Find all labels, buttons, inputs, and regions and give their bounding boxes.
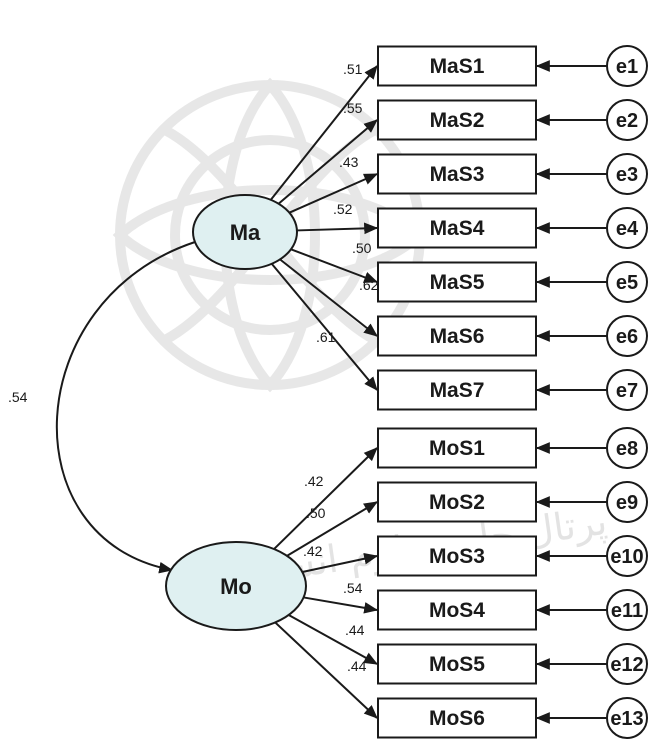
loading-coefficient: .50: [306, 505, 326, 521]
indicator-box-mos4: [377, 589, 537, 631]
error-label: e9: [616, 492, 638, 514]
error-label: e8: [616, 438, 638, 460]
indicator-box-mas1: [377, 45, 537, 87]
indicator-box-mas7: [377, 369, 537, 411]
loading-arrow-mas5: [290, 248, 379, 283]
latent-label: Ma: [230, 220, 261, 245]
loading-coefficient: .43: [339, 154, 359, 170]
loading-coefficient: .55: [343, 100, 363, 116]
loading-coefficient: .44: [347, 658, 367, 674]
error-label: e4: [616, 218, 639, 240]
error-label: e13: [610, 708, 643, 730]
indicator-label: MaS1: [430, 55, 485, 78]
loading-arrow-mos3: [302, 552, 379, 573]
loading-arrow-mas1: [269, 65, 378, 201]
latent-mo: [165, 541, 307, 631]
error-label: e11: [611, 600, 643, 622]
indicator-box-mas5: [377, 261, 537, 303]
indicator-box-mos6: [377, 697, 537, 739]
error-label: e5: [616, 272, 638, 294]
loading-coefficient: .44: [345, 622, 365, 638]
loading-arrow-mos1: [273, 447, 378, 550]
loading-coefficient: .50: [352, 240, 372, 256]
indicator-label: MoS4: [429, 599, 485, 622]
indicator-box-mos1: [377, 427, 537, 469]
error-circle-e3: [606, 153, 648, 195]
indicator-box-mos2: [377, 481, 537, 523]
loading-arrow-mos5: [288, 614, 379, 665]
error-circle-e5: [606, 261, 648, 303]
indicator-label: MaS2: [430, 109, 485, 132]
error-circle-e8: [606, 427, 648, 469]
loading-arrow-mas4: [296, 222, 379, 235]
indicator-label: MoS3: [429, 545, 485, 568]
indicator-label: MoS5: [429, 653, 485, 676]
error-circle-e6: [606, 315, 648, 357]
indicator-box-mos5: [377, 643, 537, 685]
indicator-label: MoS6: [429, 707, 485, 730]
loading-arrow-mas7: [270, 263, 378, 391]
correlation-arrow: [55, 232, 210, 574]
indicator-box-mas4: [377, 207, 537, 249]
error-circle-e9: [606, 481, 648, 523]
loading-arrow-mos2: [286, 501, 379, 557]
error-circle-e12: [606, 643, 648, 685]
loading-coefficient: .42: [303, 543, 323, 559]
loading-arrow-mos4: [303, 596, 379, 614]
error-circle-e2: [606, 99, 648, 141]
latent-label: Mo: [220, 574, 252, 599]
error-circle-e4: [606, 207, 648, 249]
indicator-label: MoS1: [429, 437, 485, 460]
indicator-label: MaS4: [430, 217, 485, 240]
error-label: e1: [616, 56, 638, 78]
edges-layer: [55, 60, 607, 724]
loading-coefficient: .62: [359, 277, 379, 293]
correlation-label: .54: [8, 389, 28, 405]
indicator-label: MaS3: [430, 163, 485, 186]
loading-coefficient: .42: [304, 473, 324, 489]
error-label: e7: [616, 380, 638, 402]
indicator-box-mas2: [377, 99, 537, 141]
error-circle-e10: [606, 535, 648, 577]
indicator-box-mas3: [377, 153, 537, 195]
indicator-label: MoS2: [429, 491, 485, 514]
indicator-box-mos3: [377, 535, 537, 577]
error-label: e2: [616, 110, 638, 132]
error-circle-e11: [606, 589, 648, 631]
latent-ma: [192, 194, 298, 270]
error-label: e6: [616, 326, 638, 348]
indicator-label: MaS7: [430, 379, 485, 402]
loading-coefficient: .54: [343, 580, 363, 596]
loading-arrow-mas6: [279, 258, 378, 337]
indicator-label: MaS6: [430, 325, 485, 348]
loading-arrow-mos6: [274, 621, 378, 719]
loading-coefficient: .61: [316, 329, 336, 345]
loading-coefficient: .51: [343, 61, 363, 77]
loading-arrow-mas2: [277, 119, 378, 205]
error-circle-e7: [606, 369, 648, 411]
indicator-box-mas6: [377, 315, 537, 357]
loading-arrow-mas3: [288, 173, 379, 214]
error-label: e10: [610, 546, 643, 568]
indicator-label: MaS5: [430, 271, 485, 294]
error-label: e12: [610, 654, 643, 676]
error-circle-e1: [606, 45, 648, 87]
loading-coefficient: .52: [333, 201, 353, 217]
error-circle-e13: [606, 697, 648, 739]
error-label: e3: [616, 164, 638, 186]
